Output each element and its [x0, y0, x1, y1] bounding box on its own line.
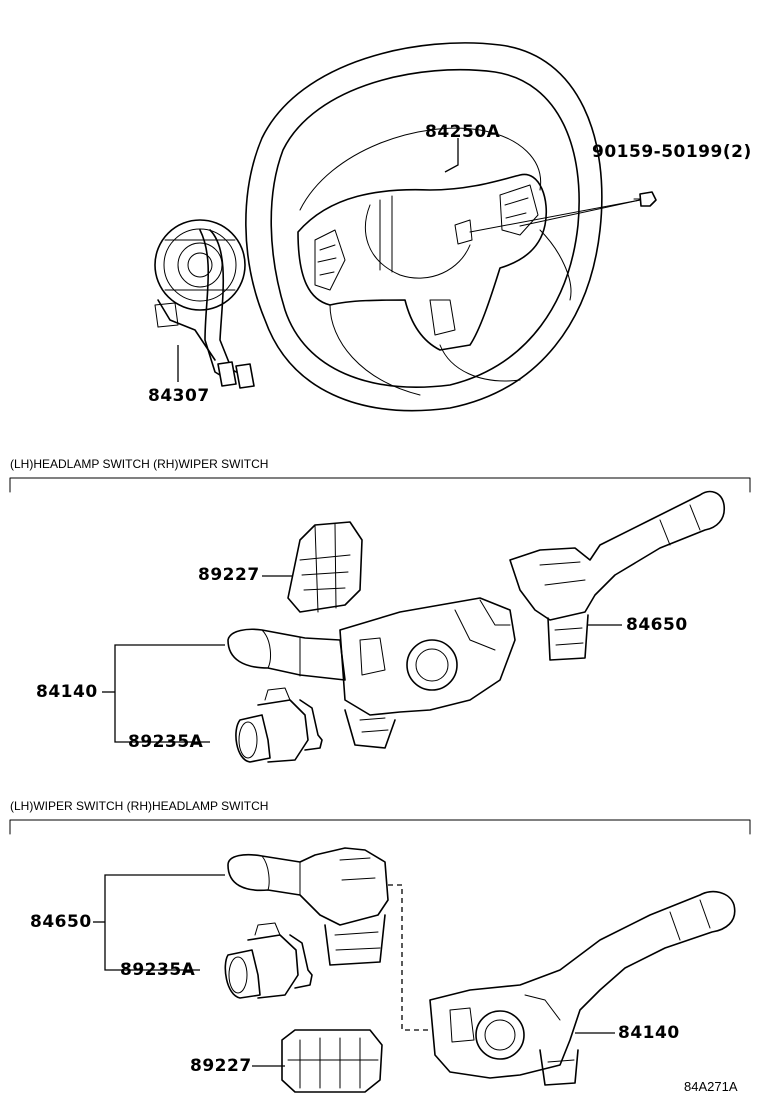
- retainer-illustration-1: [262, 521, 363, 613]
- spiral-cable-illustration: [154, 219, 255, 389]
- spiral-cable-part-number: 84307: [148, 386, 210, 406]
- sec2-fog-switch-part-number: 89235A: [120, 960, 196, 980]
- sec1-headlamp-switch-part-number: 84140: [36, 682, 98, 702]
- sec2-retainer-part-number: 89227: [190, 1056, 252, 1076]
- sec2-headlamp-switch-part-number: 84140: [618, 1023, 680, 1043]
- retainer-illustration-2: [252, 1029, 383, 1093]
- wiper-switch-illustration-2: [227, 847, 432, 1031]
- sec2-wiper-switch-part-number: 84650: [30, 912, 92, 932]
- fog-switch-illustration-2: [93, 874, 313, 999]
- steering-wheel-part-number: 84250A: [425, 122, 501, 142]
- sec1-fog-switch-part-number: 89235A: [128, 732, 204, 752]
- section-frame-2: [9, 819, 751, 835]
- section-2-label: (LH)WIPER SWITCH (RH)HEADLAMP SWITCH: [10, 799, 269, 813]
- screw-part-number: 90159-50199(2): [592, 142, 752, 162]
- steering-wheel-illustration: [245, 42, 657, 412]
- diagram-code: 84A271A: [684, 1079, 738, 1094]
- sec1-retainer-part-number: 89227: [198, 565, 260, 585]
- section-frame-1: [9, 477, 751, 493]
- section-1-label: (LH)HEADLAMP SWITCH (RH)WIPER SWITCH: [10, 457, 269, 471]
- headlamp-switch-illustration-2: [429, 890, 736, 1086]
- sec1-wiper-switch-part-number: 84650: [626, 615, 688, 635]
- combination-switch-illustration-1: [102, 490, 726, 763]
